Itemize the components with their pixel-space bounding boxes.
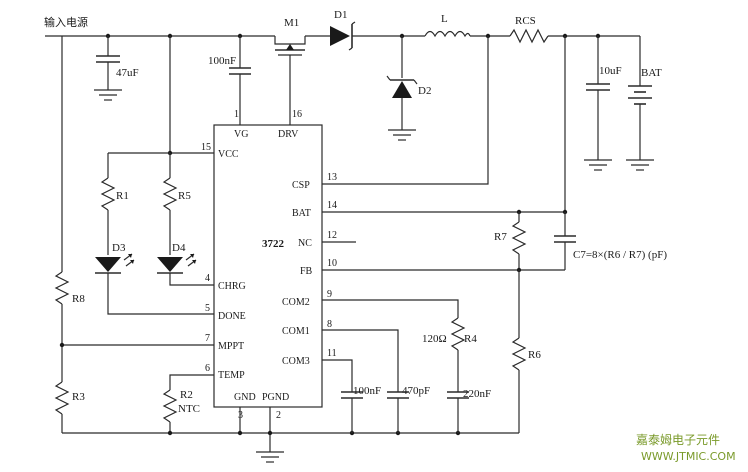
- resistor-r4-label: R4: [464, 333, 477, 345]
- pin-done-label: DONE: [218, 311, 246, 322]
- inductor-l: [424, 30, 471, 38]
- pin-done-number: 5: [205, 303, 210, 314]
- com3-network: [322, 359, 363, 433]
- resistor-r8-label: R8: [72, 293, 85, 305]
- pin-mppt-label: MPPT: [218, 341, 244, 352]
- diode-d2: [386, 36, 418, 141]
- pin-pgnd-label: PGND: [262, 392, 289, 403]
- pin-csp-label: CSP: [292, 180, 310, 191]
- inductor-l-label: L: [441, 13, 448, 25]
- pin-com3-number: 11: [327, 348, 337, 359]
- com2-network: [322, 299, 469, 433]
- diode-d1-label: D1: [334, 9, 347, 21]
- pin-temp-number: 6: [205, 363, 210, 374]
- pin-drv-label: DRV: [278, 129, 299, 140]
- led-d3: [95, 253, 214, 315]
- watermark-url: WWW.JTMIC.COM: [641, 450, 736, 463]
- com1-network: [322, 329, 409, 433]
- pin-nc-number: 12: [327, 230, 337, 241]
- resistor-r5-label: R5: [178, 190, 191, 202]
- resistor-r2-label: R2: [180, 389, 193, 401]
- resistor-r6: [511, 270, 527, 433]
- pin-bat-label: BAT: [292, 208, 311, 219]
- pin-csp-number: 13: [327, 172, 337, 183]
- capacitor-10uf: [584, 36, 612, 171]
- pin-fb-number: 10: [327, 258, 337, 269]
- capacitor-100nf-vg: [229, 36, 251, 125]
- diode-d1: [330, 21, 356, 51]
- mosfet-m1: [274, 36, 306, 125]
- resistor-rcs: [509, 28, 549, 44]
- battery-label: BAT: [641, 67, 662, 79]
- ground-symbol-main: [256, 451, 284, 463]
- capacitor-10uf-label: 10uF: [599, 65, 622, 77]
- watermark-company: 嘉泰姆电子元件: [636, 433, 720, 447]
- led-d3-label: D3: [112, 242, 126, 254]
- resistor-r3: [54, 381, 70, 433]
- capacitor-220nf-label: 220nF: [463, 388, 491, 400]
- pin-drv-number: 16: [292, 109, 302, 120]
- pin-com3-label: COM3: [282, 356, 310, 367]
- bat-wire: [322, 36, 566, 213]
- resistor-r1-label: R1: [116, 190, 129, 202]
- pin-nc-label: NC: [298, 238, 312, 249]
- pin-mppt-number: 7: [205, 333, 210, 344]
- pin-pgnd-number: 2: [276, 410, 281, 421]
- capacitor-47uf-label: 47uF: [116, 67, 139, 79]
- pin-fb-label: FB: [300, 266, 313, 277]
- capacitor-c7: [554, 212, 576, 270]
- pin-vcc-label: VCC: [218, 149, 239, 160]
- resistor-r8: [54, 271, 70, 382]
- capacitor-100nf-com3-label: 100nF: [353, 385, 381, 397]
- pin-com1-label: COM1: [282, 326, 310, 337]
- capacitor-470pf-label: 470pF: [402, 385, 430, 397]
- resistor-r6-label: R6: [528, 349, 541, 361]
- pin-com2-label: COM2: [282, 297, 310, 308]
- pin-gnd-label: GND: [234, 392, 256, 403]
- resistor-r2-ntc-label: NTC: [178, 403, 200, 415]
- pin-vg-label: VG: [234, 129, 248, 140]
- resistor-rcs-label: RCS: [515, 15, 536, 27]
- pin-com2-number: 9: [327, 289, 332, 300]
- chip-name: 3722: [262, 238, 285, 250]
- pin-chrg-label: CHRG: [218, 281, 246, 292]
- pin-vcc-number: 15: [201, 142, 211, 153]
- chip-body: [213, 124, 323, 408]
- resistor-r7-label: R7: [494, 231, 507, 243]
- battery: [626, 36, 654, 171]
- input-power-label: 输入电源: [44, 15, 88, 29]
- capacitor-100nf-vg-label: 100nF: [208, 55, 236, 67]
- resistor-r5-branch: [162, 153, 178, 255]
- capacitor-47uf: [94, 36, 122, 101]
- pin-bat-number: 14: [327, 200, 337, 211]
- led-d4: [157, 253, 214, 286]
- vcc-wire: [169, 36, 214, 154]
- csp-wire: [322, 36, 489, 185]
- pin-vg-number: 1: [234, 109, 239, 120]
- resistor-r7: [511, 212, 527, 270]
- pin-com1-number: 8: [327, 319, 332, 330]
- pin-temp-label: TEMP: [218, 370, 245, 381]
- resistor-r4-value: 120Ω: [422, 333, 447, 345]
- mosfet-m1-label: M1: [284, 17, 299, 29]
- capacitor-c7-formula: C7=8×(R6 / R7) (pF): [573, 249, 667, 261]
- led-d4-label: D4: [172, 242, 186, 254]
- diode-d2-label: D2: [418, 85, 431, 97]
- resistor-r3-label: R3: [72, 391, 85, 403]
- pin-chrg-number: 4: [205, 273, 210, 284]
- resistor-r1-branch: [100, 152, 170, 255]
